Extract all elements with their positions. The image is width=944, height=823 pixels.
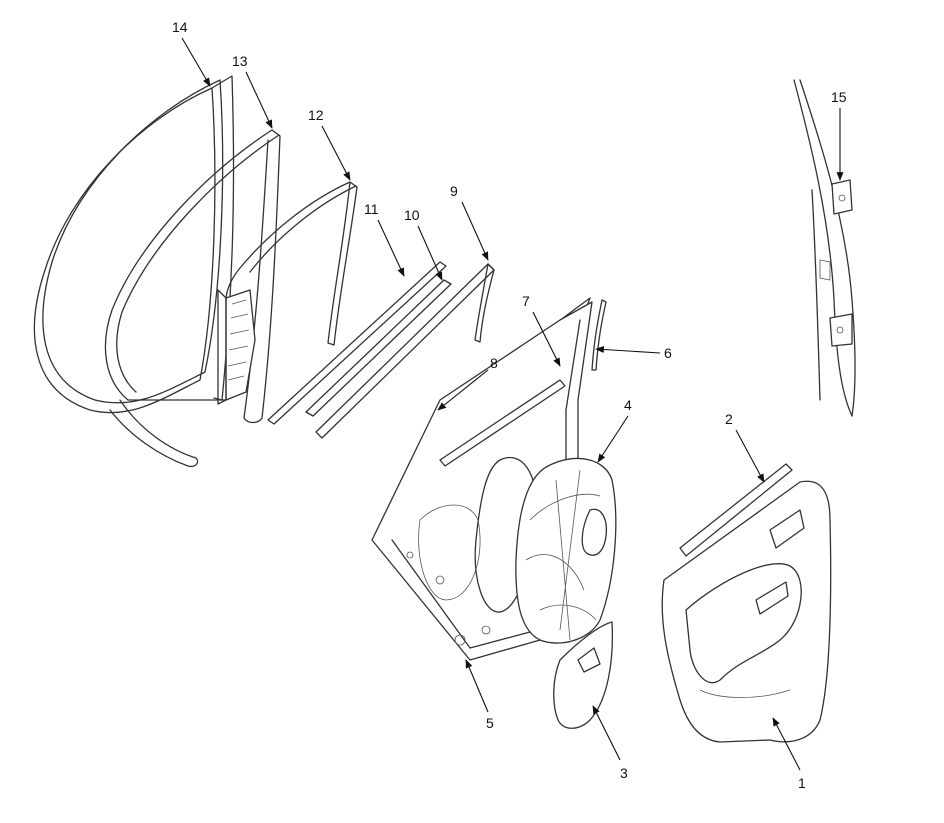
callout-label-4: 4 xyxy=(624,397,632,413)
part-3-insulator xyxy=(553,621,613,729)
callouts: 14 13 12 11 10 9 8 7 xyxy=(172,19,847,791)
part-9-frame-moulding xyxy=(315,263,495,439)
callout-label-6: 6 xyxy=(664,345,672,361)
callout-label-9: 9 xyxy=(450,183,458,199)
callout-6: 6 xyxy=(595,345,672,361)
part-1-door-trim xyxy=(661,480,832,743)
part-10-inner-belt xyxy=(305,279,452,417)
callout-2: 2 xyxy=(725,411,765,483)
part-15-hinge-inset xyxy=(793,79,856,417)
callout-label-7: 7 xyxy=(522,293,530,309)
callout-11: 11 xyxy=(364,201,405,277)
callout-label-1: 1 xyxy=(798,775,806,791)
part-11-belt-moulding xyxy=(267,261,447,425)
callout-label-2: 2 xyxy=(725,411,733,427)
callout-5: 5 xyxy=(465,659,494,731)
part-2-trim-garnish xyxy=(679,463,793,557)
part-14-door-weatherstrip xyxy=(33,75,235,468)
callout-label-13: 13 xyxy=(232,53,248,69)
part-4-module-plate xyxy=(515,457,617,644)
callout-label-12: 12 xyxy=(308,107,324,123)
callout-8: 8 xyxy=(437,355,498,411)
callout-label-5: 5 xyxy=(486,715,494,731)
callout-label-3: 3 xyxy=(620,765,628,781)
callout-12: 12 xyxy=(308,107,351,181)
callout-15: 15 xyxy=(831,89,847,181)
callout-10: 10 xyxy=(404,207,443,281)
callout-label-15: 15 xyxy=(831,89,847,105)
callout-7: 7 xyxy=(522,293,561,367)
callout-label-11: 11 xyxy=(364,201,379,217)
callout-label-8: 8 xyxy=(490,355,498,371)
callout-1: 1 xyxy=(772,717,806,791)
part-6-quarter-seal xyxy=(591,299,607,371)
callout-label-14: 14 xyxy=(172,19,188,35)
callout-4: 4 xyxy=(597,397,632,463)
callout-label-10: 10 xyxy=(404,207,420,223)
callout-13: 13 xyxy=(232,53,273,129)
part-12-glass-run xyxy=(225,181,358,346)
callout-9: 9 xyxy=(450,183,489,261)
callout-14: 14 xyxy=(172,19,211,87)
callout-3: 3 xyxy=(592,705,628,781)
